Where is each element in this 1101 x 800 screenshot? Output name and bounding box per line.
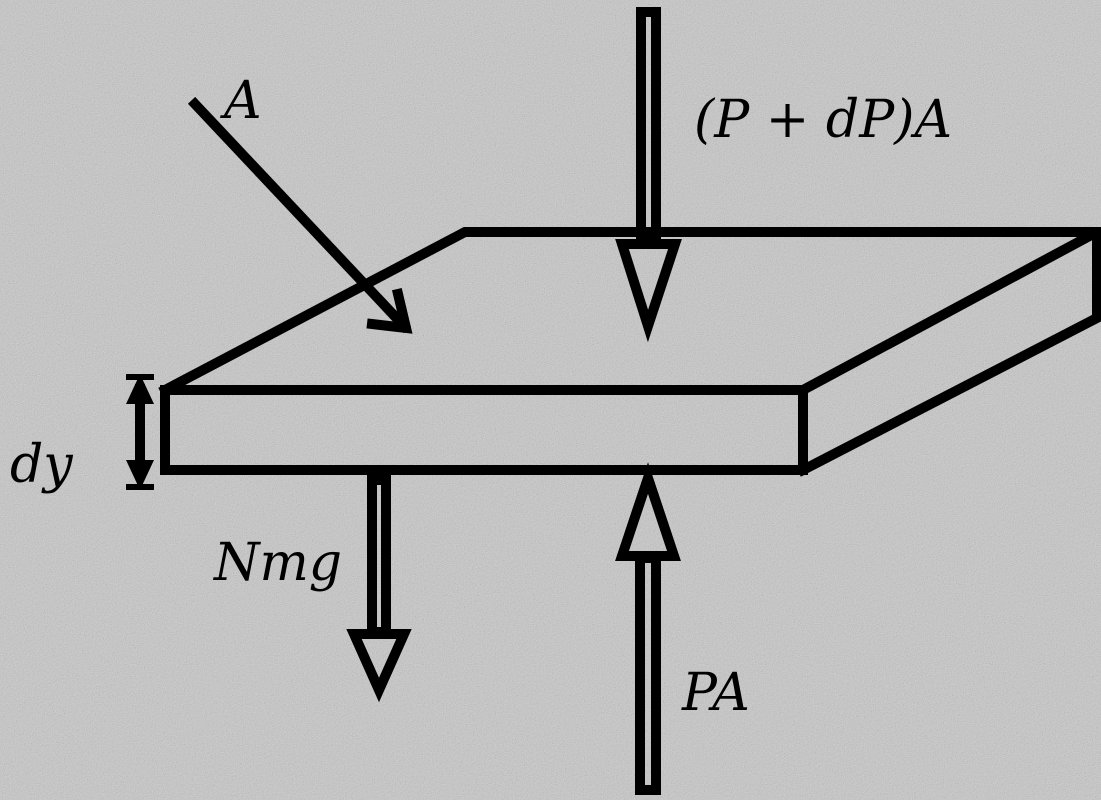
bottom-force-label: PA	[681, 663, 750, 723]
area-pointer-arrow	[187, 96, 413, 334]
slab-top-face	[158, 227, 1100, 397]
thickness-dimension-arrow	[126, 374, 154, 490]
area-label: A	[220, 71, 262, 131]
top-force-label: (P + dP)A	[694, 90, 952, 150]
bottom-force-arrow	[615, 462, 681, 795]
slab-side-face	[796, 227, 1101, 477]
top-force-arrow	[615, 7, 682, 343]
thickness-label: dy	[10, 435, 73, 495]
slab-front-face	[160, 385, 808, 475]
weight-label: Nmg	[212, 533, 342, 593]
weight-arrow	[346, 475, 412, 703]
